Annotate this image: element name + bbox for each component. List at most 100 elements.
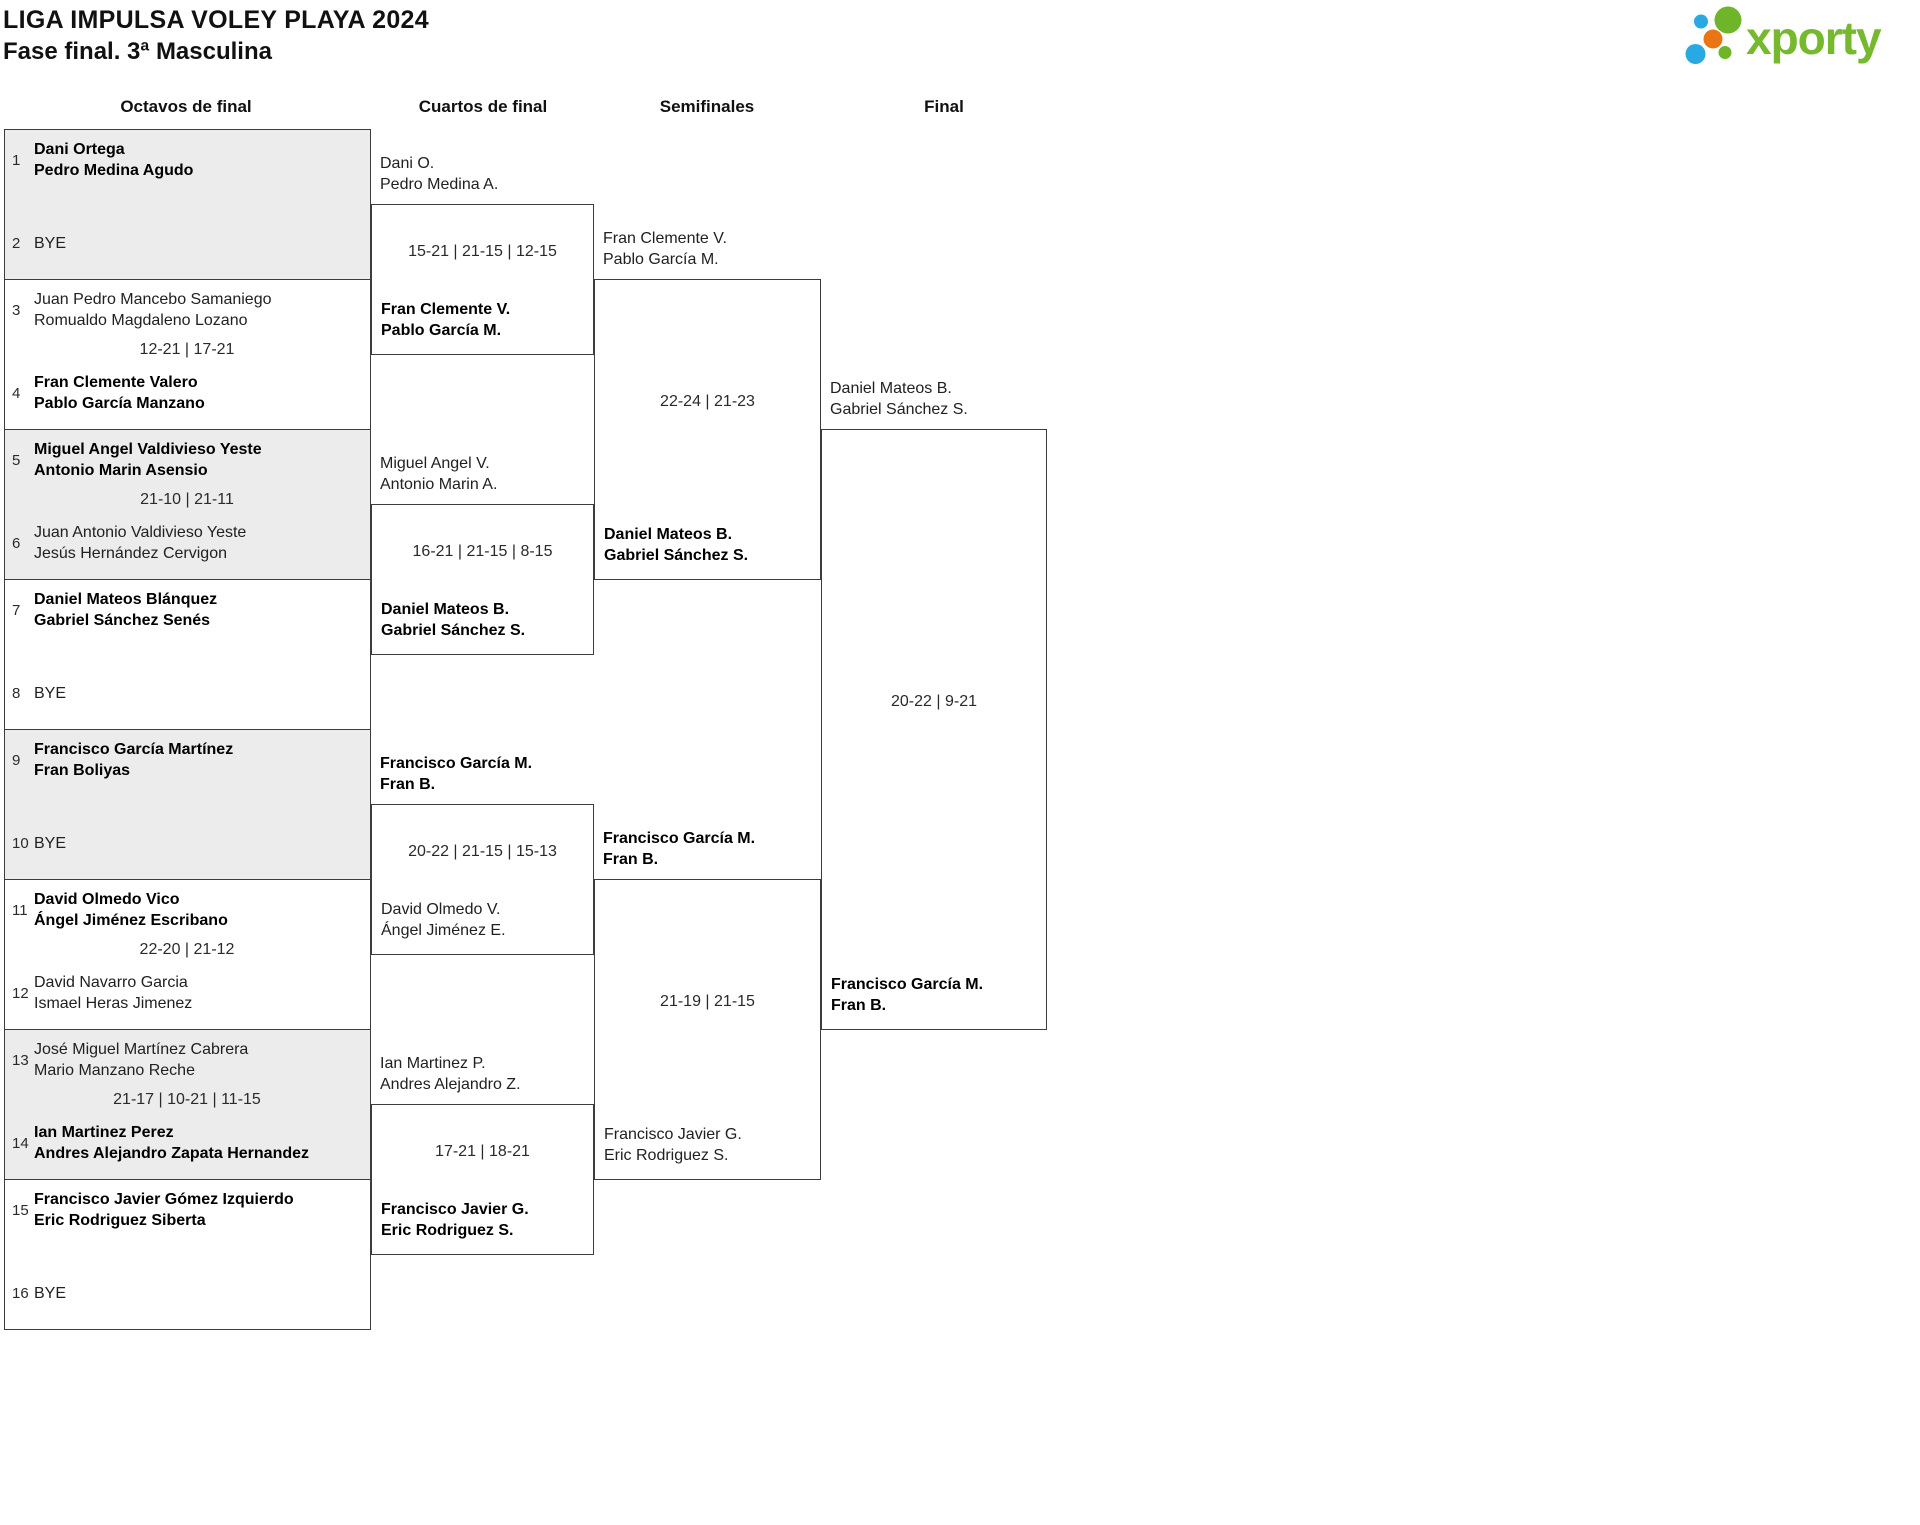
team-name-line: Fran Clemente V. — [381, 301, 511, 318]
bracket-entry: 5 Miguel Angel Valdivieso Yeste Antonio … — [12, 439, 362, 481]
team-name-line: Francisco Javier Gómez Izquierdo — [34, 1191, 294, 1208]
bracket-entry: 13 José Miguel Martínez Cabrera Mario Ma… — [12, 1039, 362, 1081]
bracket-entry: 8 BYE — [12, 669, 362, 717]
match-score-area: 21-10 | 21-11 — [12, 481, 362, 519]
logo-dot-orange — [1703, 29, 1723, 49]
match-score-area: 16-21 | 21-15 | 8-15 — [372, 505, 593, 599]
team-name-line: Gabriel Sánchez Senés — [34, 612, 211, 629]
match-box: 15-21 | 21-15 | 12-15 Fran Clemente V. P… — [371, 204, 594, 355]
team-name-line: Ismael Heras Jimenez — [34, 995, 193, 1012]
team-name-line: Eric Rodriguez S. — [604, 1147, 729, 1164]
match-score-area — [12, 181, 362, 219]
match-score-area — [12, 631, 362, 669]
seed-number: 15 — [12, 1201, 29, 1219]
bracket-entry: 1 Dani Ortega Pedro Medina Agudo — [12, 139, 362, 181]
quarterfinal-match-3: Francisco García M. Fran B. 20-22 | 21-1… — [371, 755, 594, 955]
seed-number: 16 — [12, 1284, 29, 1302]
bottom-team-label: Francisco Javier G. Eric Rodriguez S. — [372, 1199, 593, 1254]
octavos-match-6: 11 David Olmedo Vico Ángel Jiménez Escri… — [4, 879, 371, 1030]
team-name-line: David Olmedo V. — [381, 901, 501, 918]
team-name-line: Fran Boliyas — [34, 762, 131, 779]
match-score-area: 21-17 | 10-21 | 11-15 — [12, 1081, 362, 1119]
team-names: BYE — [34, 233, 66, 254]
bracket-entry: 9 Francisco García Martínez Fran Boliyas — [12, 739, 362, 781]
team-name-line: David Navarro Garcia — [34, 974, 188, 991]
seed-number: 13 — [12, 1051, 29, 1069]
match-box: 20-22 | 9-21 Francisco García M. Fran B. — [821, 429, 1047, 1030]
team-name-line: Gabriel Sánchez S. — [604, 547, 749, 564]
team-name-line: Juan Antonio Valdivieso Yeste — [34, 524, 247, 541]
team-name-line: BYE — [34, 834, 67, 852]
team-name-line: Francisco García Martínez — [34, 741, 234, 758]
bottom-team-label: Fran Clemente V. Pablo García M. — [372, 299, 593, 354]
logo-dots-icon — [1685, 6, 1742, 64]
team-name-line: Francisco García M. — [380, 755, 533, 772]
team-name-line: BYE — [34, 234, 67, 252]
octavos-match-3: 5 Miguel Angel Valdivieso Yeste Antonio … — [4, 429, 371, 580]
team-name-line: Ian Martinez Perez — [34, 1124, 174, 1141]
match-score-area: 20-22 | 9-21 — [822, 430, 1046, 974]
quarterfinal-match-2: Miguel Angel V. Antonio Marin A. 16-21 |… — [371, 455, 594, 655]
team-names: Fran Clemente Valero Pablo García Manzan… — [34, 372, 205, 414]
match-score: 16-21 | 21-15 | 8-15 — [412, 543, 553, 560]
bottom-team-label: Francisco Javier G. Eric Rodriguez S. — [595, 1124, 820, 1179]
team-name-line: Fran Clemente V. — [603, 230, 727, 247]
match-score: 15-21 | 21-15 | 12-15 — [408, 243, 557, 260]
octavos-match-4: 7 Daniel Mateos Blánquez Gabriel Sánchez… — [4, 579, 371, 730]
top-team-label: Miguel Angel V. Antonio Marin A. — [380, 453, 497, 495]
octavos-match-1: 1 Dani Ortega Pedro Medina Agudo 2 BYE — [4, 129, 371, 280]
match-score-area: 12-21 | 17-21 — [12, 331, 362, 369]
bracket-entry: 7 Daniel Mateos Blánquez Gabriel Sánchez… — [12, 589, 362, 631]
seed-number: 3 — [12, 301, 21, 319]
page-title: LIGA IMPULSA VOLEY PLAYA 2024 — [3, 6, 429, 34]
team-name-line: Mario Manzano Reche — [34, 1062, 195, 1079]
team-names: Miguel Angel Valdivieso Yeste Antonio Ma… — [34, 439, 262, 481]
team-names: BYE — [34, 1283, 66, 1304]
xporty-logo[interactable]: xporty — [1682, 0, 1918, 82]
match-score-area: 15-21 | 21-15 | 12-15 — [372, 205, 593, 299]
seed-number: 7 — [12, 601, 21, 619]
seed-number: 8 — [12, 684, 21, 702]
round-header-semifinales: Semifinales — [659, 97, 755, 116]
seed-number: 10 — [12, 834, 29, 852]
match-score: 21-17 | 10-21 | 11-15 — [113, 1091, 261, 1108]
team-name-line: Daniel Mateos B. — [381, 601, 510, 618]
team-names: Francisco Javier Gómez Izquierdo Eric Ro… — [34, 1189, 294, 1231]
team-name-line: Gabriel Sánchez S. — [381, 622, 526, 639]
semifinal-match-2: Francisco García M. Fran B. 21-19 | 21-1… — [594, 830, 821, 1180]
team-names: David Olmedo Vico Ángel Jiménez Escriban… — [34, 889, 228, 931]
quarterfinal-match-1: Dani O. Pedro Medina A. 15-21 | 21-15 | … — [371, 155, 594, 355]
team-names: Juan Antonio Valdivieso Yeste Jesús Hern… — [34, 522, 246, 564]
top-team-label: Francisco García M. Fran B. — [380, 753, 532, 795]
team-name-line: Daniel Mateos B. — [604, 526, 733, 543]
match-box: 22-24 | 21-23 Daniel Mateos B. Gabriel S… — [594, 279, 821, 580]
match-box: 21-19 | 21-15 Francisco Javier G. Eric R… — [594, 879, 821, 1180]
seed-number: 14 — [12, 1134, 29, 1152]
octavos-match-8: 15 Francisco Javier Gómez Izquierdo Eric… — [4, 1179, 371, 1330]
team-name-line: Ian Martinez P. — [380, 1055, 486, 1072]
team-names: David Navarro Garcia Ismael Heras Jimene… — [34, 972, 192, 1014]
team-name-line: Andres Alejandro Z. — [380, 1076, 521, 1093]
logo-dot-blue-small — [1694, 14, 1708, 29]
team-name-line: Antonio Marin Asensio — [34, 462, 208, 479]
team-name-line: Daniel Mateos Blánquez — [34, 591, 218, 608]
page-subtitle: Fase final. 3ª Masculina — [3, 38, 272, 65]
team-name-line: Pablo García Manzano — [34, 395, 205, 412]
team-name-line: Romualdo Magdaleno Lozano — [34, 312, 248, 329]
seed-number: 12 — [12, 984, 29, 1002]
team-name-line: Fran Clemente Valero — [34, 374, 198, 391]
team-name-line: Eric Rodriguez Siberta — [34, 1212, 206, 1229]
match-score-area: 20-22 | 21-15 | 15-13 — [372, 805, 593, 899]
team-name-line: Pablo García M. — [603, 251, 719, 268]
match-score-area: 22-20 | 21-12 — [12, 931, 362, 969]
team-names: BYE — [34, 833, 66, 854]
bottom-team-label: Daniel Mateos B. Gabriel Sánchez S. — [595, 524, 820, 579]
team-name-line: David Olmedo Vico — [34, 891, 180, 908]
match-score: 12-21 | 17-21 — [139, 341, 235, 358]
seed-number: 1 — [12, 151, 21, 169]
bracket-entry: 12 David Navarro Garcia Ismael Heras Jim… — [12, 969, 362, 1017]
logo-wordmark: xporty — [1746, 12, 1882, 64]
match-box: 20-22 | 21-15 | 15-13 David Olmedo V. Án… — [371, 804, 594, 955]
bracket-entry: 16 BYE — [12, 1269, 362, 1317]
seed-number: 6 — [12, 534, 21, 552]
